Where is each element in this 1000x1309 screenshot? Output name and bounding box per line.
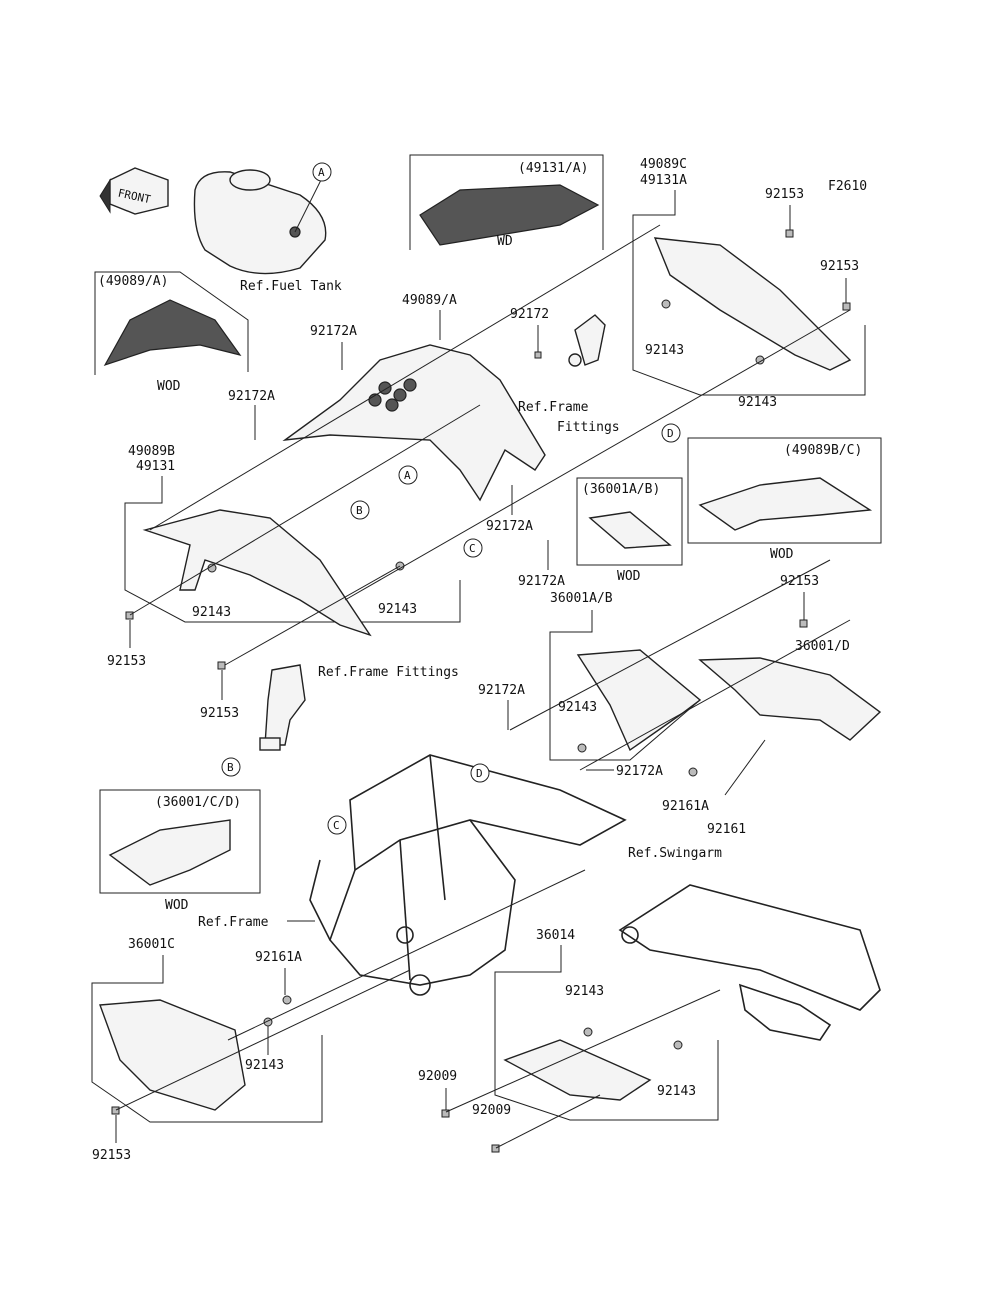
callout-A-mid: A bbox=[398, 465, 418, 485]
frame-fitting-stay bbox=[259, 664, 306, 751]
wod-label-2: WOD bbox=[617, 569, 641, 584]
label-92143-b1: 92143 bbox=[245, 1058, 284, 1073]
label-92153-tr1: 92153 bbox=[765, 187, 804, 202]
label-92172A-6: 92172A bbox=[616, 764, 663, 779]
label-92153-b: 92153 bbox=[92, 1148, 131, 1163]
label-36001CD-box: (36001/C/D) bbox=[155, 795, 241, 810]
label-92161A-1: 92161A bbox=[662, 799, 709, 814]
label-49089C: 49089C bbox=[640, 157, 687, 172]
label-92143-tr2: 92143 bbox=[738, 395, 777, 410]
ref-frame-fittings-2: Ref.Frame Fittings bbox=[318, 665, 459, 680]
label-92161A-2: 92161A bbox=[255, 950, 302, 965]
callout-B-mid: B bbox=[350, 500, 370, 520]
right-top-cover bbox=[653, 237, 852, 371]
svg-text:B: B bbox=[227, 761, 234, 774]
box-49131A: (49131/A) WD bbox=[409, 154, 604, 250]
swingarm-illustration bbox=[618, 884, 881, 1041]
tank-cover bbox=[282, 344, 546, 502]
callout-A-top: A bbox=[312, 162, 332, 182]
label-92153-l2: 92153 bbox=[200, 706, 239, 721]
frame-fitting-bracket bbox=[568, 314, 606, 367]
label-92009-2: 92009 bbox=[472, 1103, 511, 1118]
callout-B-low: B bbox=[221, 757, 241, 777]
label-49131: 49131 bbox=[136, 459, 175, 474]
label-92172A-1: 92172A bbox=[310, 324, 357, 339]
ref-frame-label: Ref.Frame bbox=[198, 915, 269, 930]
label-49131A-box: (49131/A) bbox=[518, 161, 588, 176]
leader-lines bbox=[115, 224, 851, 1149]
label-92143-b2: 92143 bbox=[565, 984, 604, 999]
callout-C-low: C bbox=[327, 815, 347, 835]
left-shroud bbox=[142, 509, 372, 637]
ref-swingarm-label: Ref.Swingarm bbox=[628, 846, 722, 861]
label-92172A-3: 92172A bbox=[486, 519, 533, 534]
wod-label-4: WOD bbox=[165, 898, 189, 913]
label-92143-l1: 92143 bbox=[192, 605, 231, 620]
fuel-tank-illustration bbox=[193, 169, 327, 275]
radiator-shroud-d bbox=[698, 657, 882, 741]
label-49131A: 49131A bbox=[640, 173, 687, 188]
label-92143-b3: 92143 bbox=[657, 1084, 696, 1099]
label-92143-l2: 92143 bbox=[378, 602, 417, 617]
ref-frame-fittings-1: Ref.Frame bbox=[518, 400, 589, 415]
ref-frame-fittings-1b: Fittings bbox=[557, 420, 620, 435]
box-36001CD: (36001/C/D) WOD bbox=[99, 789, 261, 913]
label-49089BC-box: (49089B/C) bbox=[784, 443, 862, 458]
label-92143-tr1: 92143 bbox=[645, 343, 684, 358]
chain-guard bbox=[503, 1039, 652, 1101]
label-36001AB: 36001A/B bbox=[550, 591, 613, 606]
svg-text:D: D bbox=[476, 767, 483, 780]
svg-text:D: D bbox=[667, 427, 674, 440]
label-49089B: 49089B bbox=[128, 444, 175, 459]
motorcycle-frame-illustration bbox=[309, 754, 627, 996]
wod-label-3: WOD bbox=[770, 547, 794, 562]
label-92153-mr: 92153 bbox=[780, 574, 819, 589]
svg-text:C: C bbox=[333, 819, 340, 832]
label-92172: 92172 bbox=[510, 307, 549, 322]
callout-D-low: D bbox=[470, 763, 490, 783]
label-92172A-4: 92172A bbox=[518, 574, 565, 589]
box-49089BC: (49089B/C) WOD bbox=[687, 437, 882, 562]
wod-label-1: WOD bbox=[157, 379, 181, 394]
label-92153-tr2: 92153 bbox=[820, 259, 859, 274]
label-92153-l1: 92153 bbox=[107, 654, 146, 669]
label-92172A-2: 92172A bbox=[228, 389, 275, 404]
svg-text:B: B bbox=[356, 504, 363, 517]
label-36001AB-box: (36001A/B) bbox=[582, 482, 660, 497]
label-92009-1: 92009 bbox=[418, 1069, 457, 1084]
front-arrow-icon: FRONT bbox=[99, 167, 169, 215]
svg-text:A: A bbox=[404, 469, 411, 482]
callout-C-mid: C bbox=[463, 538, 483, 558]
label-92161: 92161 bbox=[707, 822, 746, 837]
side-cover bbox=[99, 999, 246, 1111]
label-36001C: 36001C bbox=[128, 937, 175, 952]
svg-text:C: C bbox=[469, 542, 476, 555]
svg-text:A: A bbox=[318, 166, 325, 179]
label-92143-m: 92143 bbox=[558, 700, 597, 715]
box-49089A: (49089/A) WOD bbox=[94, 271, 249, 394]
figure-code: F2610 bbox=[828, 179, 867, 194]
label-92172A-5: 92172A bbox=[478, 683, 525, 698]
wd-label: WD bbox=[497, 234, 513, 249]
box-36001AB: (36001A/B) WOD bbox=[576, 477, 683, 584]
ref-fuel-tank-label: Ref.Fuel Tank bbox=[240, 279, 342, 294]
label-49089A: 49089/A bbox=[402, 293, 457, 308]
label-49089A-box: (49089/A) bbox=[98, 274, 168, 289]
callout-D-mid: D bbox=[661, 423, 681, 443]
label-36014: 36014 bbox=[536, 928, 575, 943]
